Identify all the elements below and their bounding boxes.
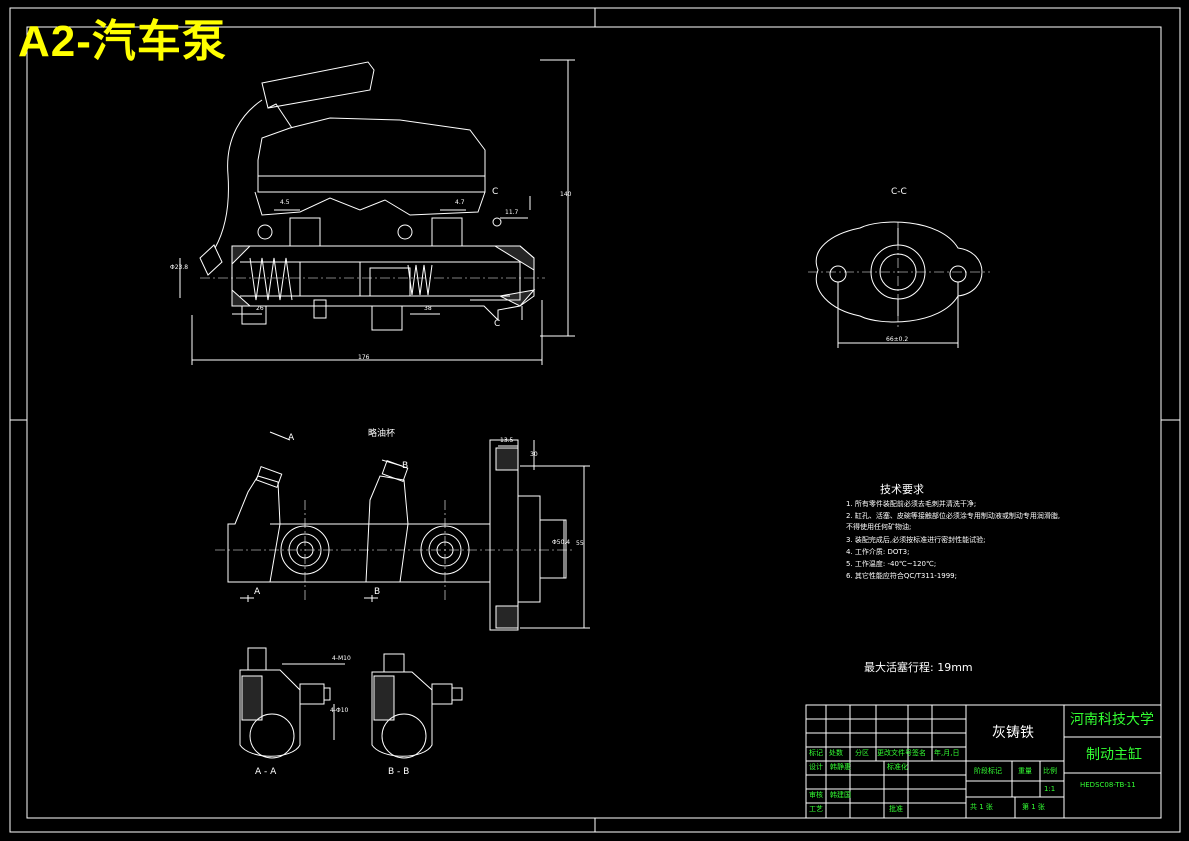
flange-section-cc (808, 221, 990, 348)
schematic-label: 略油杯 (368, 429, 396, 439)
cut-marker-a: A (254, 587, 261, 597)
tb-sheet-no: 第 1 张 (1022, 803, 1045, 811)
tb-designer: 韩静惠 (830, 763, 851, 771)
max-stroke-note: 最大活塞行程: 19mm (864, 661, 973, 674)
section-aa (239, 647, 345, 759)
tb-reviewer: 韩建国 (830, 791, 851, 799)
tech-item: 5. 工作温度: -40℃~120℃; (846, 560, 937, 568)
section-bb (371, 653, 463, 759)
schematic-view (215, 431, 590, 631)
dim-phi50: Φ50.4 (552, 539, 571, 546)
scale-value-cell: 1:1 (1044, 785, 1056, 793)
tb-count: 处数 (829, 749, 843, 757)
dim-66: 66±0.2 (886, 336, 909, 343)
tech-item: 4. 工作介质: DOT3; (846, 548, 910, 556)
outer-border (9, 7, 1181, 833)
tb-weight: 重量 (1018, 767, 1032, 775)
dim-13-5: 13.5 (500, 437, 514, 444)
tb-approve: 批准 (889, 805, 903, 813)
tech-title: 技术要求 (880, 483, 924, 496)
section-cc-label: C-C (891, 187, 907, 197)
part-name-cell: 制动主缸 (1086, 747, 1142, 763)
dim-4-5: 4.5 (280, 199, 290, 206)
dim-26: 26 (256, 305, 264, 312)
tb-date: 年,月,日 (934, 749, 960, 757)
dim-11-7: 11.7 (505, 209, 519, 216)
dim-4-7: 4.7 (455, 199, 465, 206)
view-arrow-b: B (402, 461, 409, 471)
drawing-number-cell: HEDSC08-TB-11 (1080, 781, 1136, 789)
tb-stage: 阶段标记 (974, 767, 1002, 775)
cut-marker-c-top: C (492, 187, 499, 197)
tb-zone: 分区 (855, 749, 869, 757)
tb-standard: 标准化 (887, 763, 908, 771)
tech-item: 6. 其它性能应符合QC/T311-1999; (846, 572, 957, 580)
university-cell: 河南科技大学 (1070, 712, 1154, 728)
section-bb-label: B - B (388, 767, 410, 777)
tech-item: 1. 所有零件装配前必须去毛刺并清洗干净; (846, 500, 977, 508)
tech-item: 3. 装配完成后,必须按标准进行密封性能试验; (846, 536, 986, 544)
tech-item: 不得使用任何矿物油; (846, 523, 912, 531)
drawing-title: A2-汽车泵 (18, 17, 227, 66)
cut-marker-b: B (374, 587, 381, 597)
cut-marker-c-bottom: C (494, 319, 501, 329)
dim-4-phi10: 4-Φ10 (330, 707, 349, 714)
tb-scale: 比例 (1043, 767, 1057, 775)
tb-sign: 签名 (912, 749, 926, 757)
dim-phi23: Φ23.8 (170, 264, 189, 271)
dim-55: 55 (576, 540, 584, 547)
inner-border (26, 26, 1162, 819)
master-cylinder-view (179, 59, 575, 365)
tb-mark: 标记 (809, 749, 823, 757)
dim-140: 140 (560, 191, 572, 198)
tb-sheets: 共 1 张 (970, 803, 993, 811)
tb-review: 审核 (809, 791, 823, 799)
dim-176: 176 (358, 354, 370, 361)
tb-design: 设计 (809, 763, 823, 771)
tb-doc: 更改文件号 (877, 749, 912, 757)
dim-30: 30 (530, 451, 538, 458)
tb-process: 工艺 (809, 805, 823, 813)
dim-38: 38 (424, 305, 432, 312)
tech-item: 2. 缸孔、活塞、皮碗等接触部位必须涂专用制动液或制动专用润滑脂, (846, 512, 1061, 520)
dim-4-m10: 4-M10 (332, 655, 351, 662)
view-arrow-a: A (288, 433, 295, 443)
material-cell: 灰铸铁 (992, 725, 1034, 741)
title-block-grid (805, 704, 1162, 819)
section-aa-label: A - A (255, 767, 277, 777)
